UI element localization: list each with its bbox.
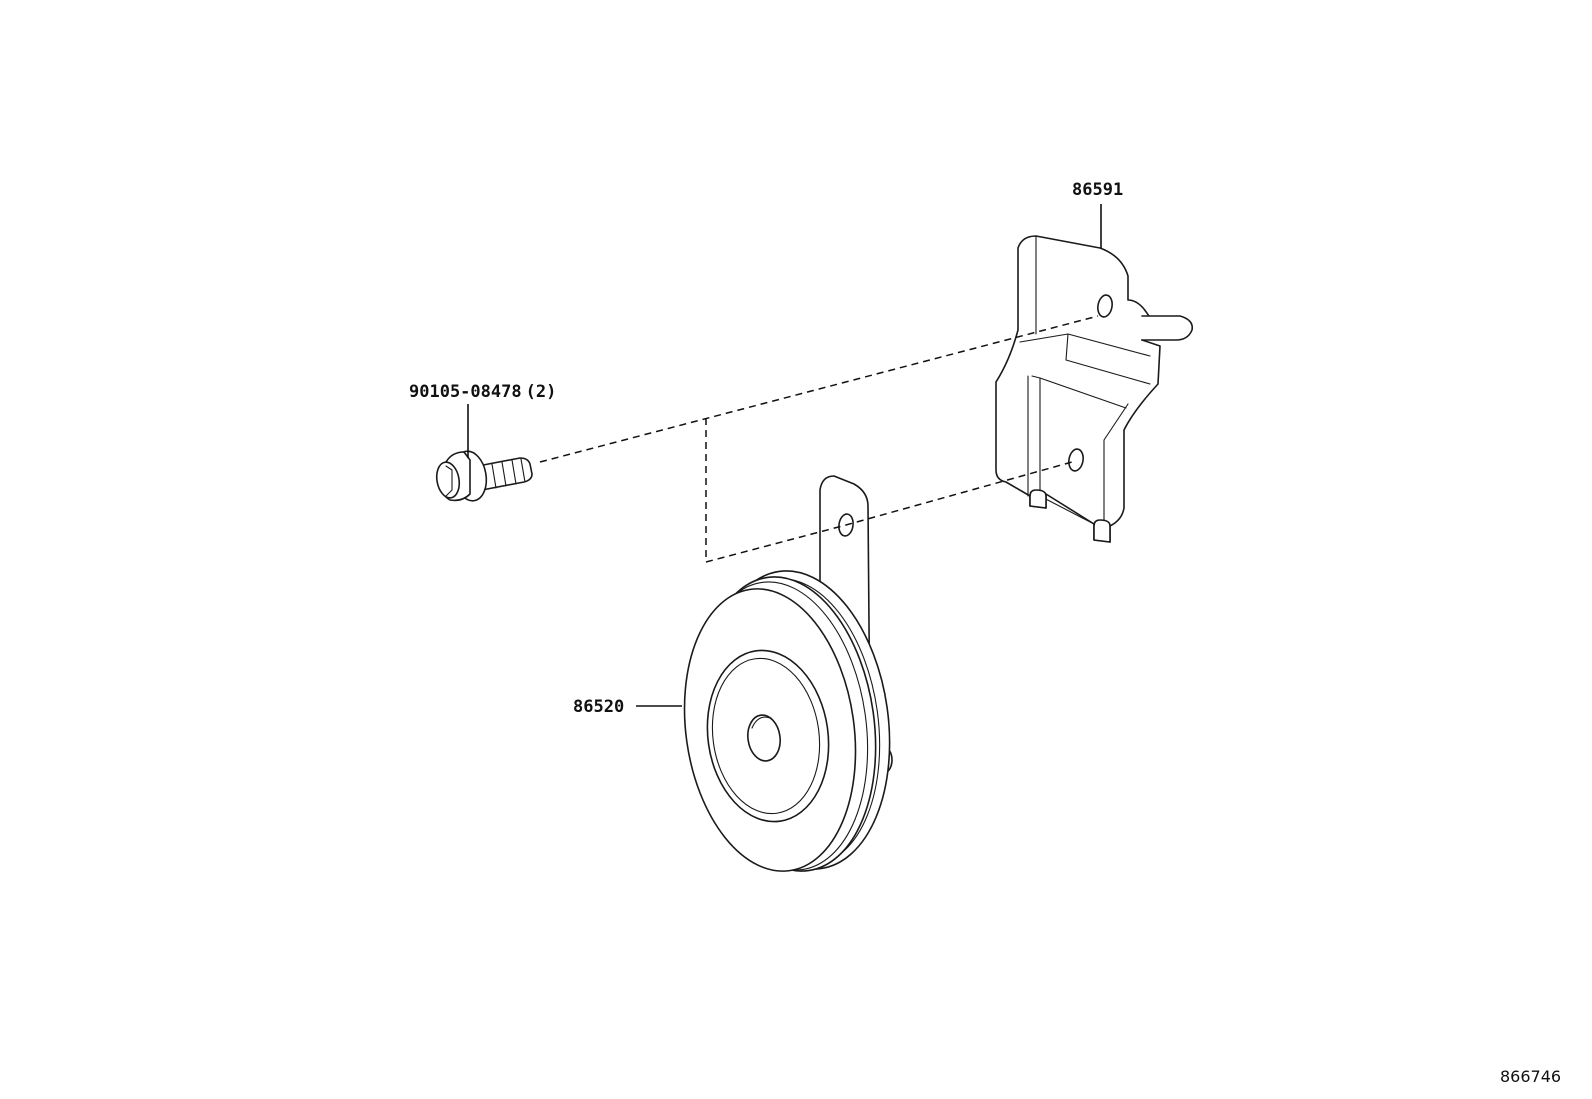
horn-icon[interactable] bbox=[667, 475, 908, 883]
part-label-bracket: 86591 bbox=[1072, 180, 1123, 200]
part-label-bolt: 90105-08478(2) bbox=[409, 382, 556, 402]
bolt-icon[interactable] bbox=[434, 449, 533, 504]
leader-lines bbox=[467, 204, 1102, 707]
bolt-part-number: 90105-08478 bbox=[409, 382, 522, 402]
bolt-quantity: (2) bbox=[526, 382, 557, 402]
diagram-id: 866746 bbox=[1500, 1067, 1561, 1086]
bracket-icon[interactable] bbox=[995, 235, 1194, 543]
assembly-lines bbox=[539, 315, 1099, 563]
part-label-horn: 86520 bbox=[573, 697, 624, 717]
